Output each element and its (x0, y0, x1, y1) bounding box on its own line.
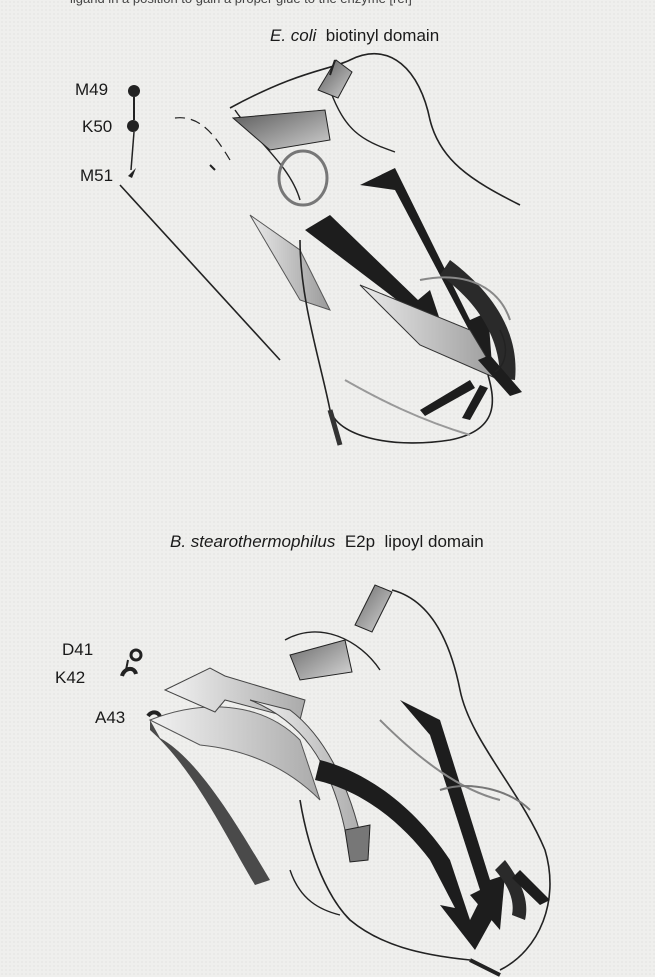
lipoyl-domain-ribbon (0, 557, 655, 977)
bottom-panel-caption: B. stearothermophilus E2p lipoyl domain (170, 532, 484, 552)
biotinyl-domain-ribbon (0, 0, 655, 480)
bottom-protein: E2p (345, 532, 375, 551)
top-residue-markers (127, 85, 140, 178)
bottom-residue-markers (122, 650, 160, 718)
bottom-domain: lipoyl domain (385, 532, 484, 551)
bottom-organism: B. stearothermophilus (170, 532, 335, 551)
